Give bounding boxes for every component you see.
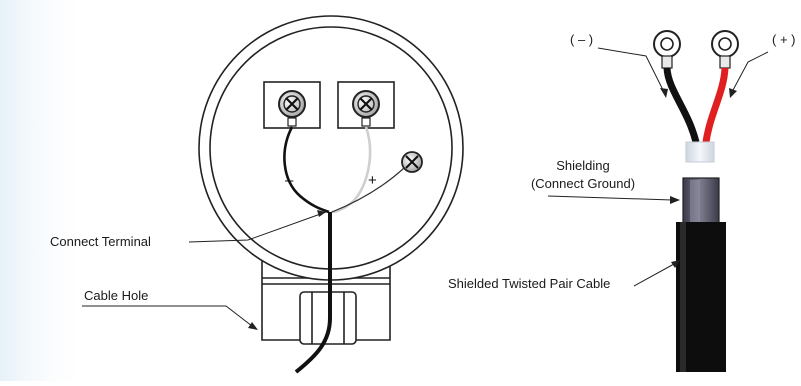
shielded-cable-label: Shielded Twisted Pair Cable: [448, 276, 611, 291]
ground-wire: [331, 167, 405, 213]
arrowhead: [317, 210, 326, 217]
screw-terminal-icon: [278, 90, 306, 118]
positive-lead-label: ( + ): [772, 32, 796, 47]
field-cable: [294, 212, 332, 374]
arrowhead: [729, 88, 737, 98]
connect-terminal-leader: [188, 211, 327, 243]
arrowhead: [248, 322, 258, 330]
negative-black-wire: [663, 67, 700, 143]
terminal-minus-sign: –: [285, 172, 294, 189]
arrowhead: [660, 88, 668, 98]
cable-leader: [633, 263, 675, 287]
arrowhead: [671, 260, 680, 268]
ground-screw-icon: [401, 151, 423, 173]
terminal-plus-sign: +: [368, 172, 377, 189]
shielding-leader: [547, 195, 673, 201]
black-wire: [283, 126, 330, 214]
terminal-block-negative: [263, 81, 321, 129]
positive-red-wire: [702, 67, 729, 143]
screw-terminal-icon: [352, 90, 380, 118]
terminal-block-positive: [337, 81, 395, 129]
positive-lead-leader: [731, 51, 769, 93]
connect-terminal-label: Connect Terminal: [50, 234, 151, 249]
negative-lead-label: ( – ): [570, 32, 594, 47]
ring-terminal-icon: [711, 30, 739, 69]
shield-foil: [682, 177, 720, 225]
arrowhead: [670, 196, 680, 204]
shielding-sublabel: (Connect Ground): [530, 176, 636, 191]
cable-hole-label: Cable Hole: [84, 288, 149, 303]
cable-collar: [685, 141, 715, 163]
ring-terminal-icon: [653, 30, 681, 69]
negative-lead-leader: [597, 47, 665, 93]
shielding-label: Shielding: [556, 158, 610, 173]
background-tint: [0, 0, 90, 381]
cable-hole-leader: [82, 305, 253, 327]
